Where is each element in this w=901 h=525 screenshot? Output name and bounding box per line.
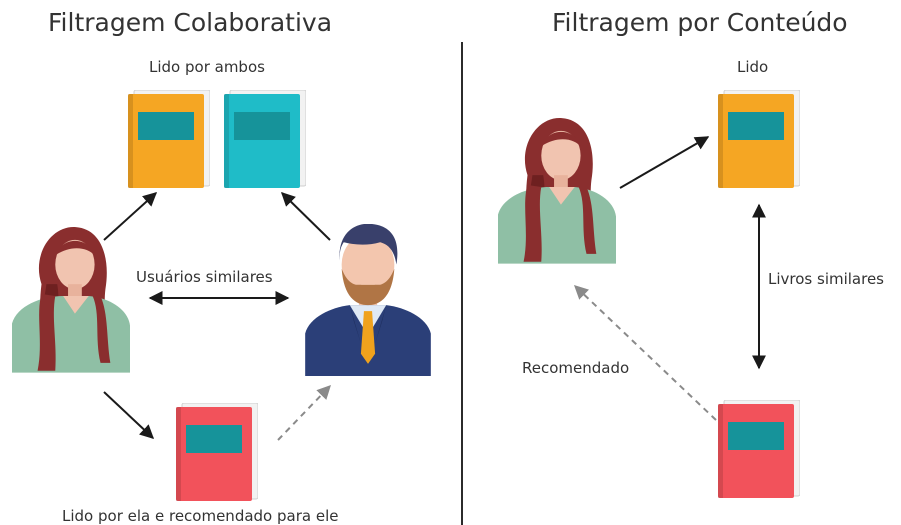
label-similar-users: Usuários similares <box>136 268 273 286</box>
arrow-man-to-teal-book <box>280 192 331 241</box>
book-teal-read-by-both <box>224 90 306 188</box>
book-orange-read <box>718 90 800 188</box>
arrow-woman-to-red-book <box>103 391 155 439</box>
label-similar-books: Livros similares <box>768 270 885 288</box>
book-red-recommended <box>176 403 258 501</box>
arrow-red-book-to-man <box>277 384 331 441</box>
arrow-woman-to-orange-book <box>103 192 158 241</box>
right-title: Filtragem por Conteúdo <box>552 8 848 37</box>
man-avatar-icon <box>305 224 431 376</box>
section-divider <box>461 42 463 525</box>
book-red-similar <box>718 400 800 498</box>
arrow-red-book-to-woman <box>573 285 717 421</box>
label-read-and-recommended: Lido por ela e recomendado para ele <box>62 507 339 525</box>
label-read-by-both: Lido por ambos <box>149 58 265 76</box>
label-read: Lido <box>737 58 769 76</box>
book-orange-read-by-both <box>128 90 210 188</box>
label-recommended: Recomendado <box>522 359 630 377</box>
woman-avatar-icon <box>12 227 130 373</box>
left-title: Filtragem Colaborativa <box>48 8 333 37</box>
arrow-woman-to-read-book <box>619 136 710 189</box>
woman-avatar-icon-right <box>498 118 616 264</box>
